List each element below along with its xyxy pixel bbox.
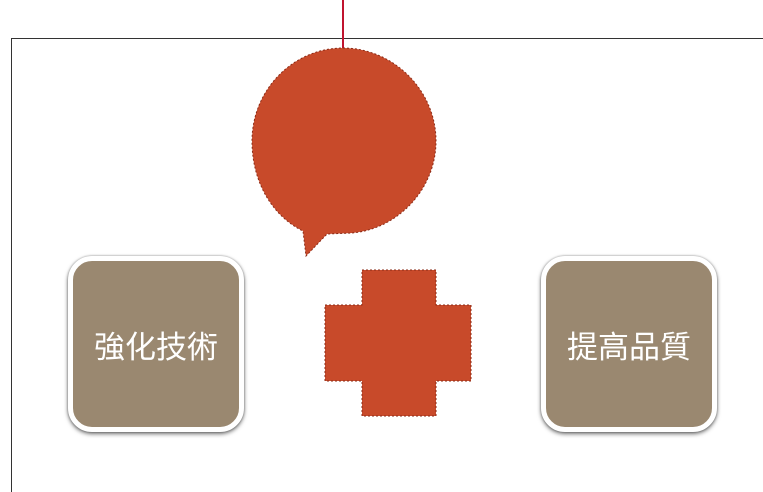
plus-shape[interactable] bbox=[324, 269, 472, 417]
connector-line[interactable] bbox=[342, 0, 344, 52]
speech-bubble-icon[interactable] bbox=[251, 47, 437, 258]
rounded-box-left[interactable]: 強化技術 bbox=[68, 256, 244, 432]
box-label-left: 強化技術 bbox=[94, 329, 218, 366]
plus-icon[interactable] bbox=[324, 269, 472, 417]
rounded-box-right[interactable]: 提高品質 bbox=[541, 256, 717, 432]
box-label-right: 提高品質 bbox=[567, 329, 691, 366]
speech-bubble-shape[interactable] bbox=[251, 47, 437, 258]
